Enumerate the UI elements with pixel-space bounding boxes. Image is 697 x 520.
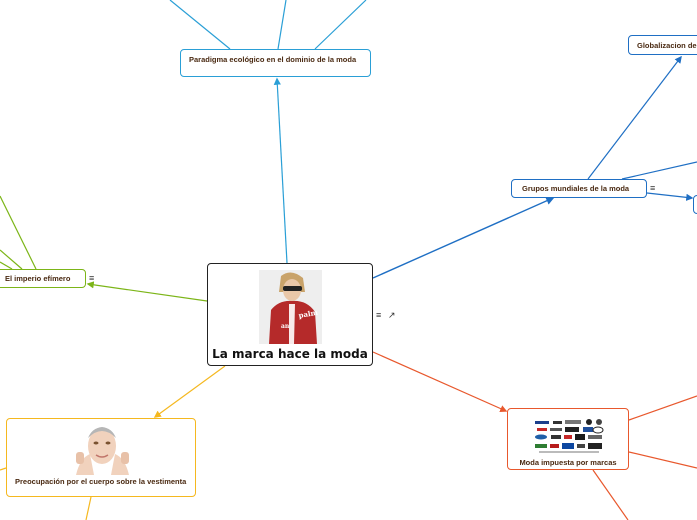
svg-text:an: an (281, 323, 290, 330)
edge-imperio-child-3 (0, 261, 13, 270)
edge-central-marcas (372, 351, 508, 412)
edge-paradigma-child-3 (314, 0, 367, 50)
topic-grupos-label: Grupos mundiales de la moda (522, 184, 630, 193)
edge-imperio-child-2 (0, 249, 23, 270)
central-topic[interactable]: palm an La marca hace la moda (207, 263, 373, 366)
edge-imperio-child-1 (0, 195, 37, 270)
topic-imperio-label: El imperio efímero (5, 274, 71, 283)
central-topic-image: palm an (259, 270, 322, 344)
notes-icon[interactable]: ≡ (89, 273, 95, 283)
topic-grupos-mundiales[interactable]: Grupos mundiales de la moda (511, 179, 647, 198)
edge-central-grupos (372, 196, 555, 279)
cuerpo-topic-image (66, 424, 139, 475)
edge-marcas-child-1 (628, 395, 697, 421)
brand-logos-image (535, 418, 605, 455)
edge-grupos-child-2 (621, 161, 697, 180)
edge-central-imperio (86, 281, 208, 302)
topic-preocupacion-cuerpo[interactable]: Preocupación por el cuerpo sobre la vest… (6, 418, 196, 497)
edge-marcas-child-3 (592, 469, 629, 520)
svg-text:palm: palm (298, 308, 319, 320)
topic-paradigma-ecologico[interactable]: Paradigma ecológico en el dominio de la … (180, 49, 371, 77)
edge-marcas-child-2 (628, 451, 697, 469)
topic-globalizacion-label: Globalizacion de (637, 41, 697, 50)
topic-globalizacion[interactable]: Globalizacion de (628, 35, 697, 55)
topic-grupos-child[interactable] (693, 195, 697, 214)
edge-central-paradigma (273, 77, 288, 264)
topic-moda-impuesta-marcas[interactable]: Moda impuesta por marcas (507, 408, 629, 470)
edge-central-cuerpo (153, 365, 226, 418)
edge-cuerpo-child-1 (0, 467, 7, 471)
central-topic-title: La marca hace la moda (212, 347, 368, 361)
topic-marcas-label: Moda impuesta por marcas (519, 458, 617, 467)
topic-cuerpo-label: Preocupación por el cuerpo sobre la vest… (15, 477, 187, 486)
topic-paradigma-label: Paradigma ecológico en el dominio de la … (189, 55, 357, 64)
edge-grupos-child-3 (646, 192, 694, 201)
edge-grupos-globalizacion (587, 55, 682, 180)
topic-imperio-efimero[interactable]: El imperio efímero (0, 269, 86, 288)
edge-paradigma-child-1 (169, 0, 231, 50)
link-icon[interactable]: ↗ (388, 310, 396, 320)
edge-paradigma-child-2 (277, 0, 287, 50)
notes-icon[interactable]: ≡ (376, 310, 382, 320)
edge-cuerpo-child-2 (85, 496, 92, 520)
notes-icon[interactable]: ≡ (650, 183, 656, 193)
